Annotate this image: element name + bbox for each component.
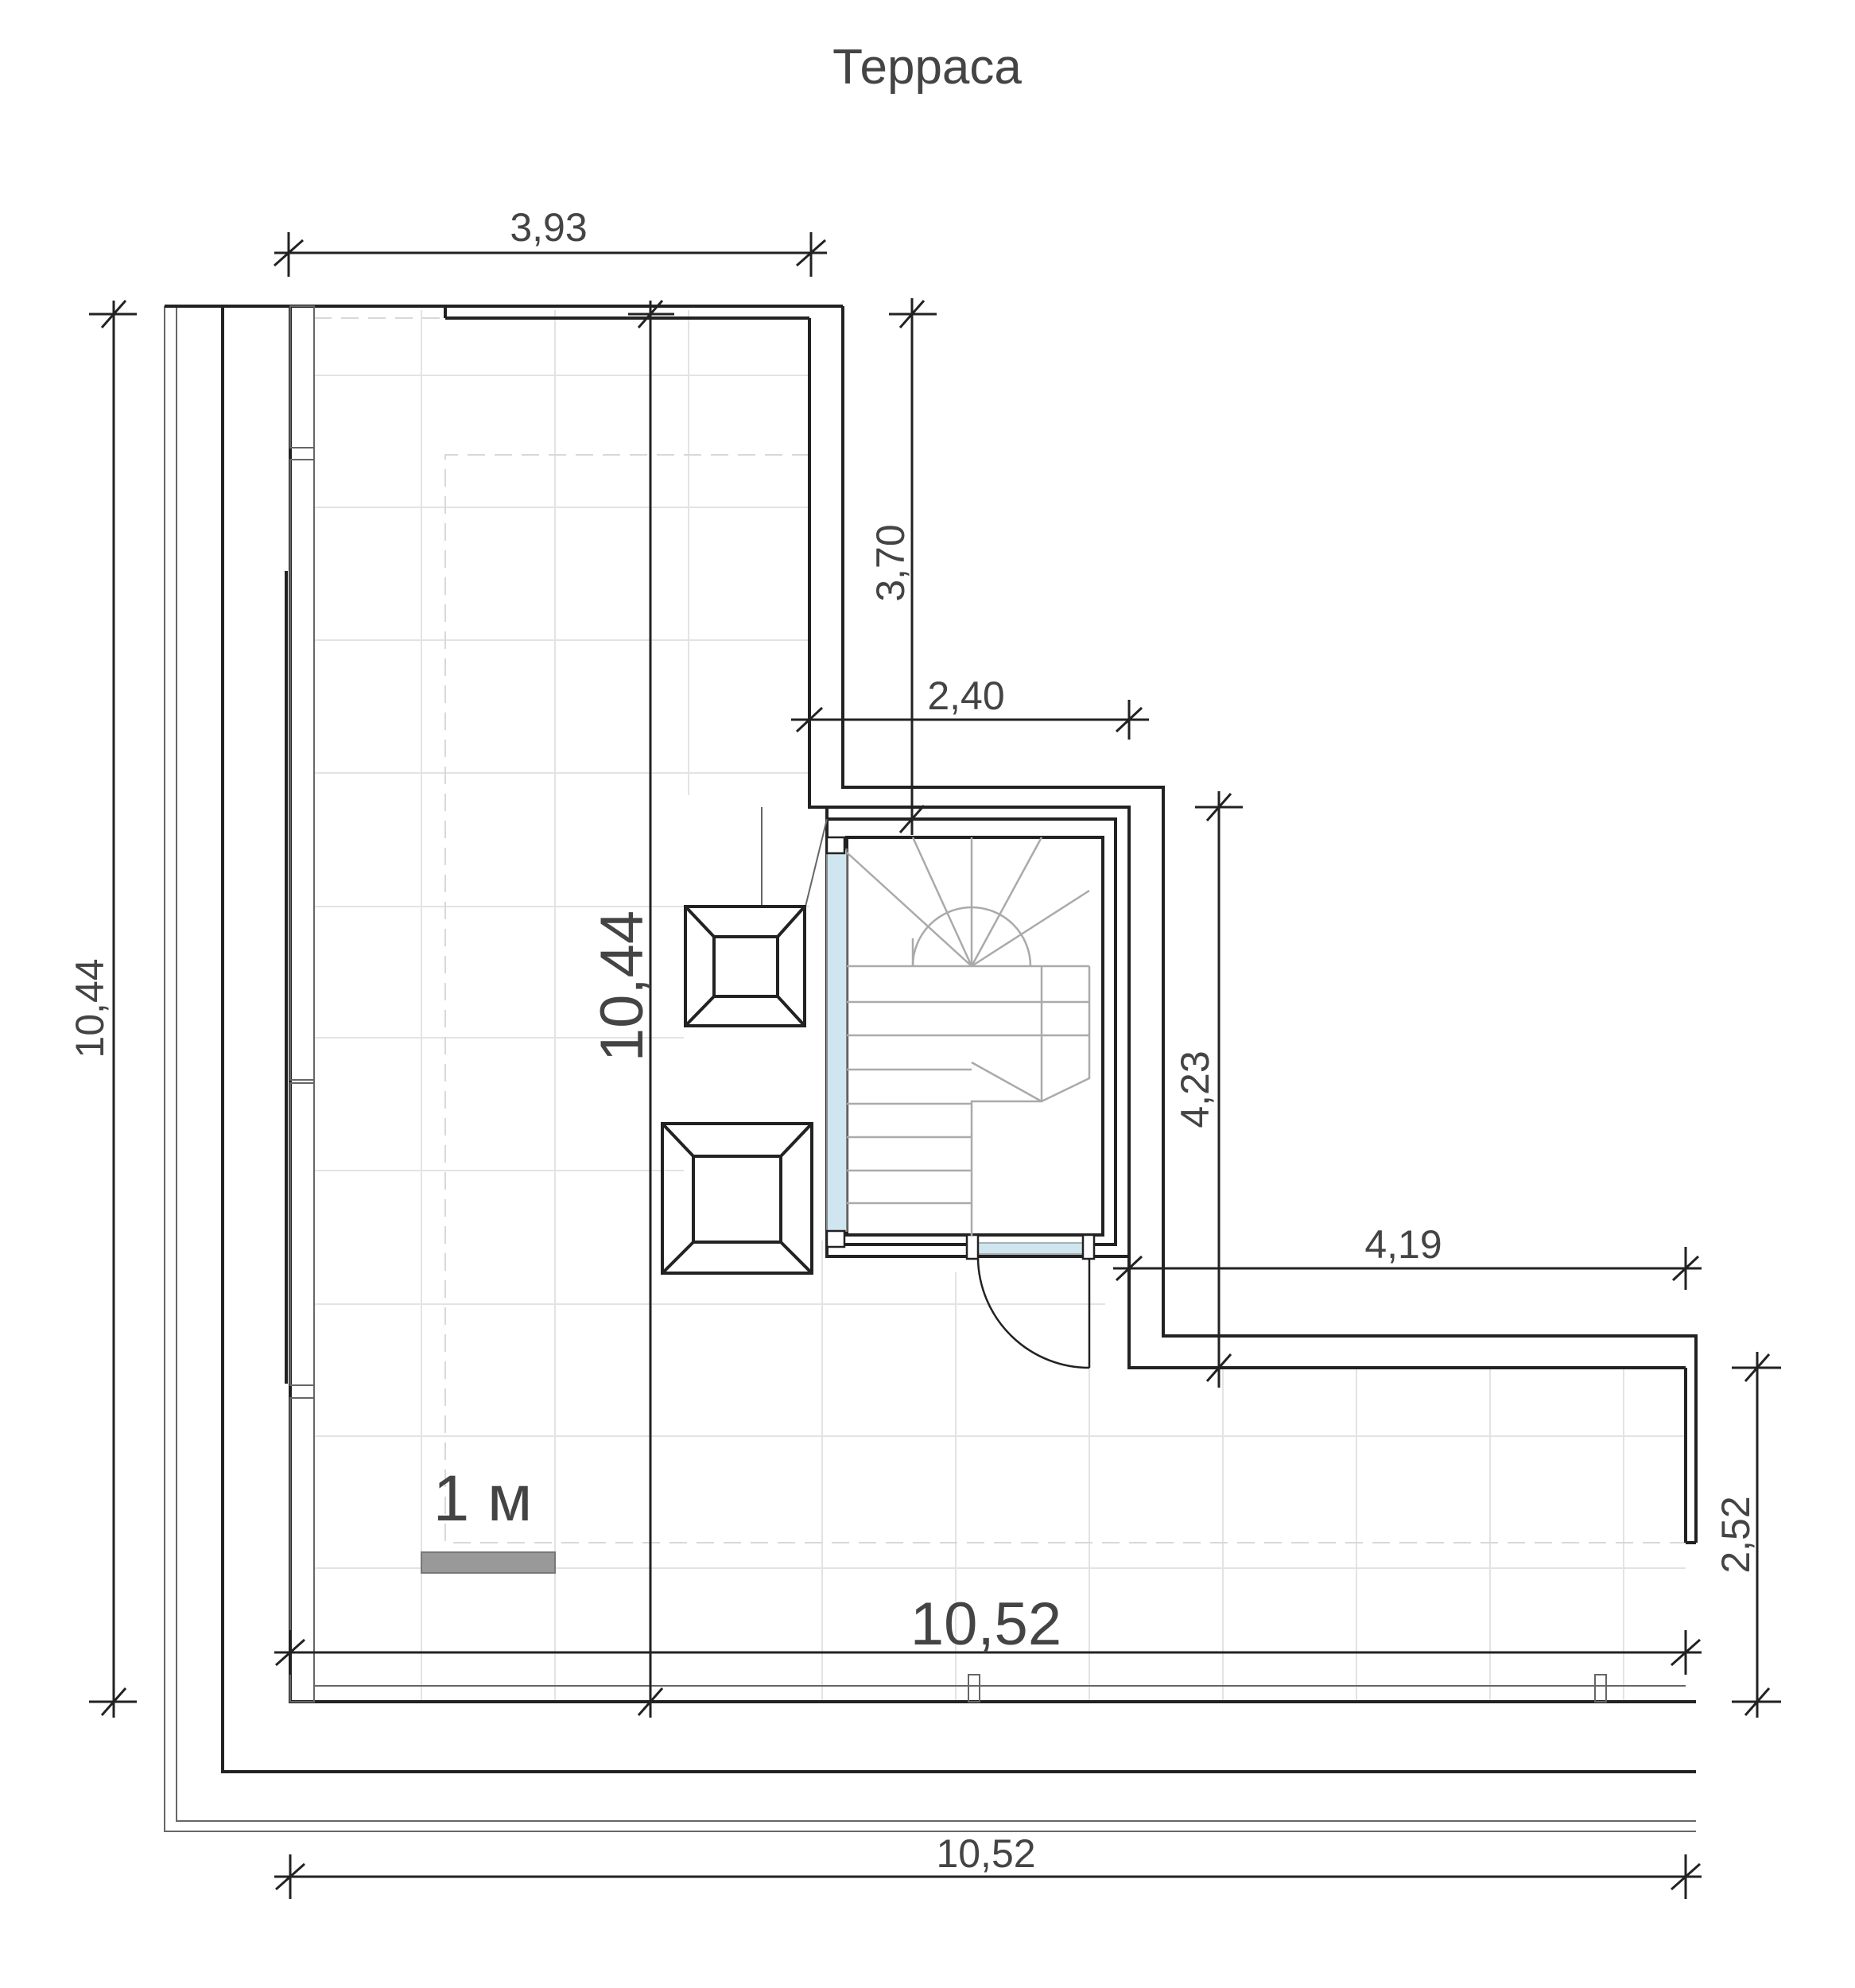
dim-stair-block-height: 4,23 [1173, 1050, 1217, 1128]
plan-title: Терраса [832, 40, 1022, 95]
vent-block-lower [661, 1122, 813, 1275]
dashed-guide-outline [314, 317, 1686, 1543]
dim-notch-depth: 3,70 [868, 524, 913, 601]
scale-bar-label: 1 м [433, 1462, 533, 1535]
dim-top-width: 3,93 [510, 205, 587, 250]
dim-right-wing-width: 4,19 [1364, 1222, 1442, 1267]
stair-shaft [761, 806, 1131, 1369]
dim-right-wing-height: 2,52 [1713, 1496, 1758, 1573]
dim-outer-bottom-width: 10,52 [936, 1831, 1035, 1876]
dimension-lines [89, 232, 1781, 1899]
spiral-staircase [846, 837, 1091, 1237]
door-swing-arc [976, 1258, 1090, 1369]
glass-partition [826, 848, 848, 1232]
scale-bar [421, 1551, 556, 1574]
vent-block-upper [684, 905, 806, 1027]
dim-center-height: 10,44 [588, 911, 656, 1062]
glass-door [976, 1242, 1089, 1255]
dim-inner-bottom-width: 10,52 [910, 1590, 1061, 1658]
dim-notch-width: 2,40 [927, 674, 1004, 718]
dim-left-height: 10,44 [68, 958, 112, 1058]
